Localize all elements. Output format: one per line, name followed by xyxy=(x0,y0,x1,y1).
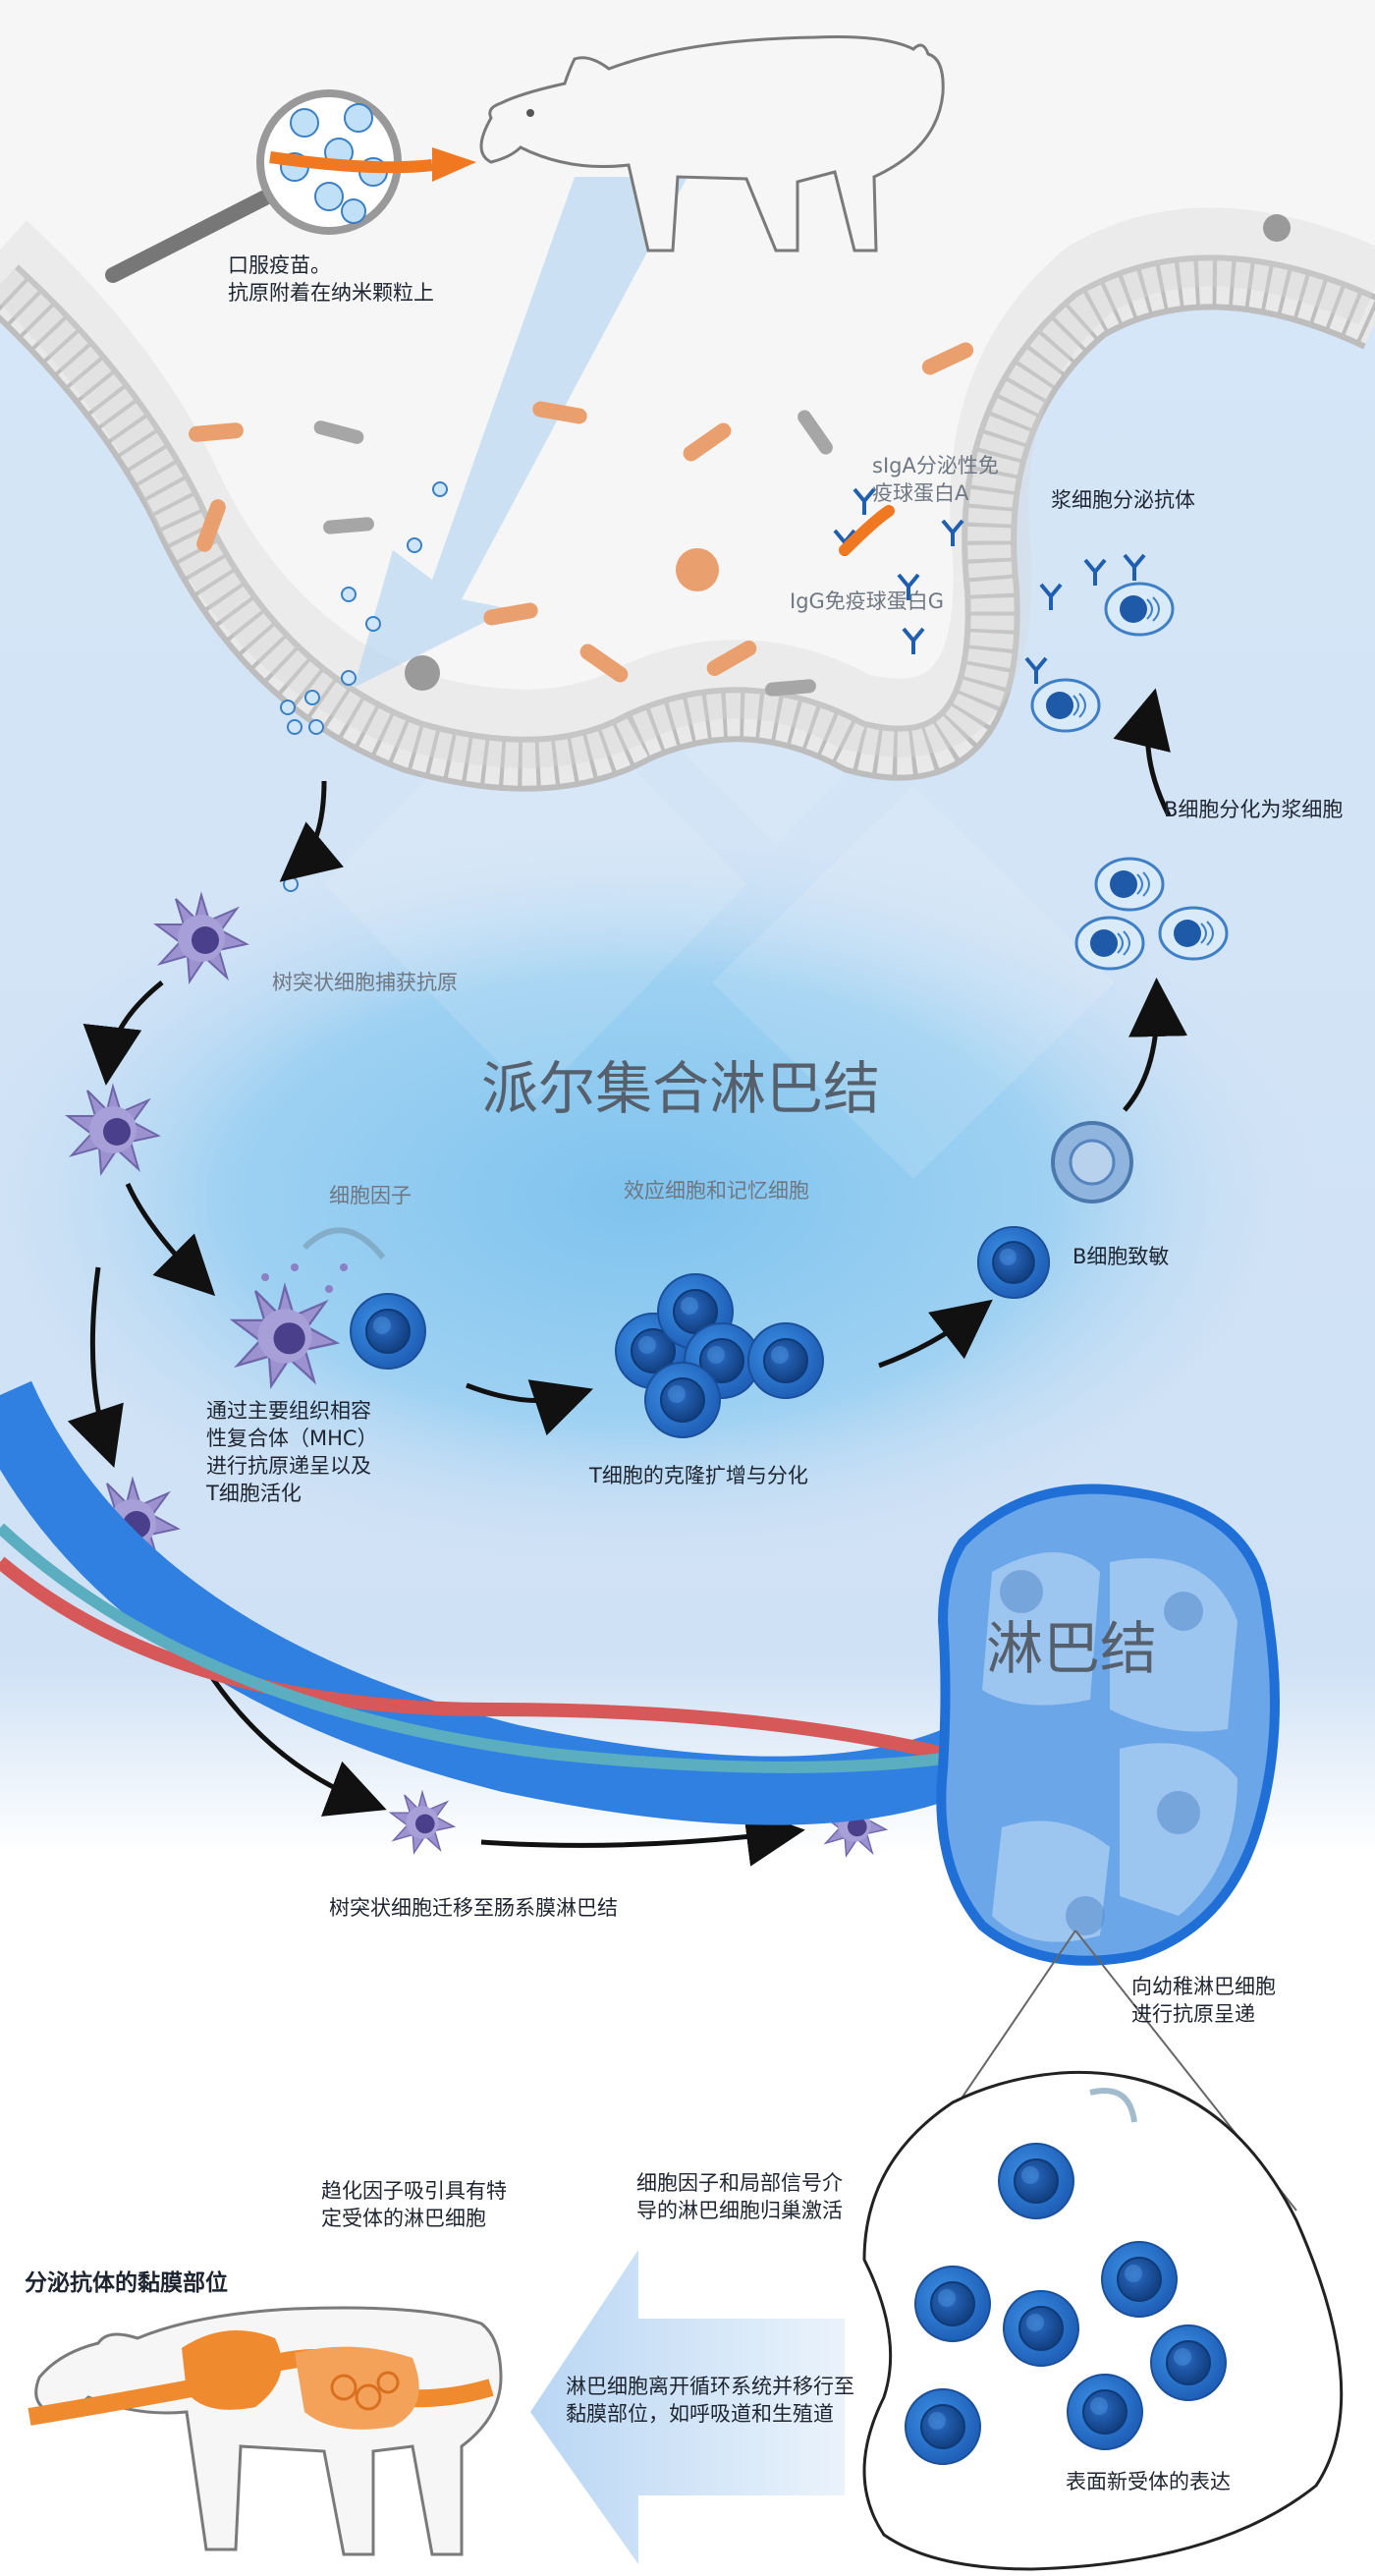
lymph-node-icon xyxy=(936,1484,1280,1966)
plasma-secrete-label: 浆细胞分泌抗体 xyxy=(1051,488,1195,512)
peyers-patch-title: 派尔集合淋巴结 xyxy=(481,1055,881,1122)
igg-label: IgG免疫球蛋白G xyxy=(790,589,945,613)
magnifier-icon xyxy=(105,89,476,283)
mucosal-site-label: 分泌抗体的黏膜部位 xyxy=(25,2270,228,2296)
pig-icon xyxy=(479,35,945,252)
bacteria-icon xyxy=(188,214,1291,698)
dc-capture-label: 树突状细胞捕获抗原 xyxy=(272,971,458,994)
b-to-plasma-label: B细胞分化为浆细胞 xyxy=(1164,798,1344,821)
homing-label: 细胞因子和局部信号介 导的淋巴细胞归巢激活 xyxy=(636,2171,843,2222)
dc-migrate-label: 树突状细胞迁移至肠系膜淋巴结 xyxy=(329,1896,618,1920)
siga-label: sIgA分泌性免 疫球蛋白A xyxy=(872,454,999,505)
effector-memory-label: 效应细胞和记忆细胞 xyxy=(624,1179,809,1203)
mhc-label: 通过主要组织相容 性复合体（MHC） 进行抗原递呈以及 T细胞活化 xyxy=(206,1399,378,1505)
present-naive-label: 向幼稚淋巴细胞 进行抗原呈递 xyxy=(1131,1975,1276,2026)
chemokine-label: 趋化因子吸引具有特 定受体的淋巴细胞 xyxy=(321,2179,507,2230)
b-sensitized-label: B细胞致敏 xyxy=(1072,1245,1170,1268)
oral-vaccine-label: 口服疫苗。 抗原附着在纳米颗粒上 xyxy=(228,253,434,305)
zoom-detail xyxy=(862,2070,1344,2571)
lymph-vessel xyxy=(0,1380,999,1825)
cytokine-label: 细胞因子 xyxy=(329,1184,412,1207)
leave-circulation-label: 淋巴细胞离开循环系统并移行至 黏膜部位，如呼吸道和生殖道 xyxy=(566,2375,854,2426)
arrow-icon xyxy=(67,688,1188,1867)
migration-arrow xyxy=(530,2250,845,2564)
pig-icon xyxy=(28,2306,503,2556)
peyers-patch-area xyxy=(0,825,1326,1572)
vaccine-entry-arrow xyxy=(354,177,688,688)
lymph-node-title: 淋巴结 xyxy=(986,1615,1158,1682)
t-clonal-label: T细胞的克隆扩增与分化 xyxy=(589,1464,808,1487)
receptor-expression-label: 表面新受体的表达 xyxy=(1066,2470,1231,2493)
blood-vessel xyxy=(0,1556,945,1761)
